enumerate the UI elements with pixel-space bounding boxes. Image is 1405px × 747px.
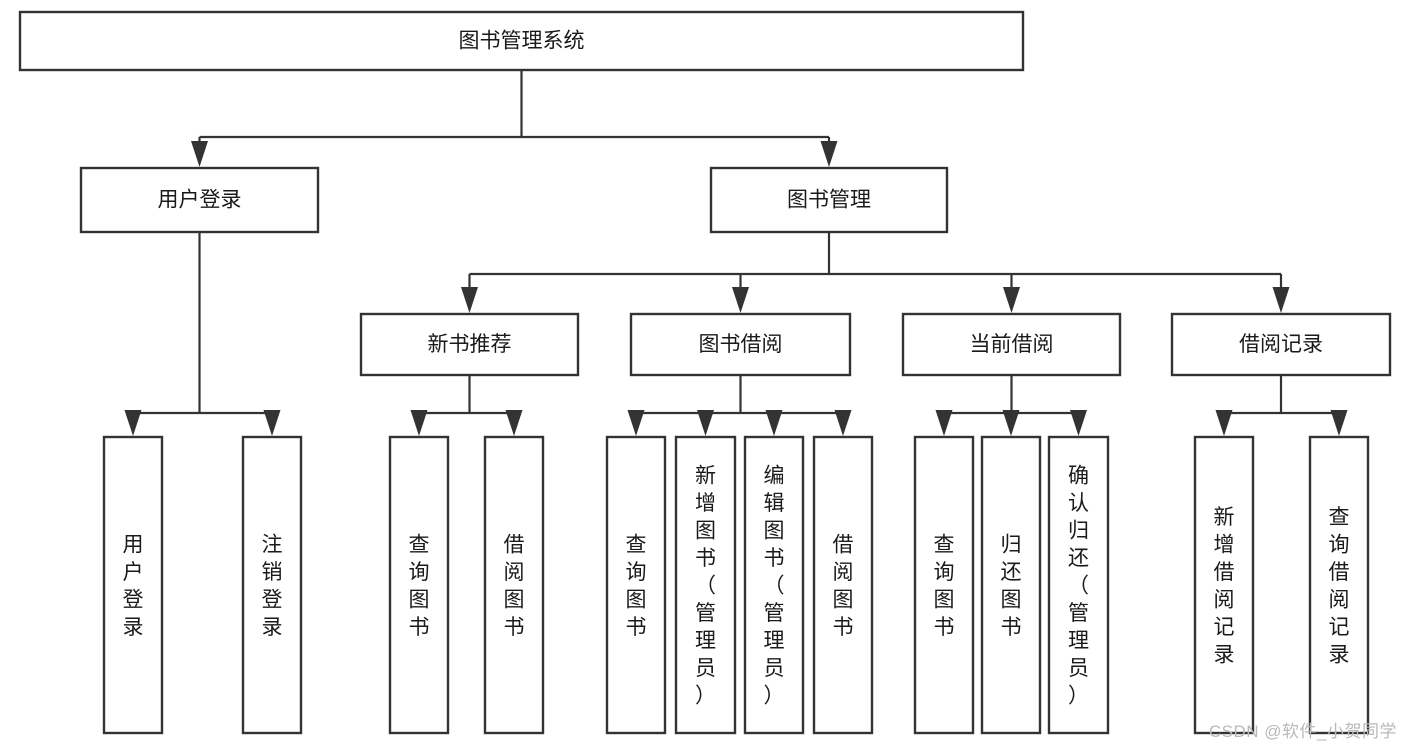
arrow-head-icon xyxy=(124,410,142,436)
node-label: 查询图书 xyxy=(934,533,955,639)
node-leaf-user-login[interactable]: 用户登录 xyxy=(102,435,164,735)
node-label: 查询图书 xyxy=(626,533,647,639)
node-leaf-confirm-return[interactable]: 确认归还（管理员） xyxy=(1047,435,1110,735)
node-leaf-add-record[interactable]: 新增借阅记录 xyxy=(1193,435,1255,735)
arrow-head-icon xyxy=(820,141,838,167)
arrow-head-icon xyxy=(410,410,428,436)
node-label: 归还图书 xyxy=(1001,533,1022,639)
node-leaf-query-book-a[interactable]: 查询图书 xyxy=(388,435,450,735)
node-borrow-record[interactable]: 借阅记录 xyxy=(1170,312,1392,377)
node-leaf-logout[interactable]: 注销登录 xyxy=(241,435,303,735)
arrow-head-icon xyxy=(1272,287,1290,313)
node-leaf-query-book-c[interactable]: 查询图书 xyxy=(913,435,975,735)
node-box xyxy=(1047,435,1110,735)
node-box xyxy=(241,435,303,735)
node-box xyxy=(709,166,949,234)
node-label: 确认归还（管理员） xyxy=(1068,465,1089,708)
arrow-head-icon xyxy=(263,410,281,436)
node-book-manage[interactable]: 图书管理 xyxy=(709,166,949,234)
node-box xyxy=(1193,435,1255,735)
node-book-borrow[interactable]: 图书借阅 xyxy=(629,312,852,377)
arrow-head-icon xyxy=(627,410,645,436)
node-label: 新增借阅记录 xyxy=(1214,506,1235,667)
arrow-head-icon xyxy=(935,410,953,436)
node-leaf-edit-book[interactable]: 编辑图书（管理员） xyxy=(743,435,805,735)
node-leaf-add-book[interactable]: 新增图书（管理员） xyxy=(674,435,737,735)
arrow-head-icon xyxy=(191,141,208,167)
node-leaf-query-record[interactable]: 查询借阅记录 xyxy=(1308,435,1370,735)
node-box xyxy=(359,312,580,377)
node-label: 用户登录 xyxy=(158,189,242,212)
arrow-head-icon xyxy=(1003,287,1020,313)
node-label: 图书借阅 xyxy=(699,333,783,356)
connector-layer xyxy=(124,70,1348,436)
node-label: 注销登录 xyxy=(262,533,283,639)
arrow-head-icon xyxy=(1215,410,1233,436)
node-box xyxy=(629,312,852,377)
node-label: 新书推荐 xyxy=(428,333,512,356)
csdn-watermark: CSDN @软件_小贺同学 xyxy=(1208,722,1397,741)
node-user-login[interactable]: 用户登录 xyxy=(79,166,320,234)
arrow-head-icon xyxy=(461,287,478,313)
node-label: 当前借阅 xyxy=(970,333,1054,356)
node-leaf-borrow-book-a[interactable]: 借阅图书 xyxy=(483,435,545,735)
arrow-head-icon xyxy=(1002,410,1020,436)
arrow-head-icon xyxy=(834,410,852,436)
node-label: 图书管理 xyxy=(787,189,871,212)
arrow-head-icon xyxy=(1070,410,1087,436)
node-box xyxy=(1308,435,1370,735)
node-box xyxy=(388,435,450,735)
node-box xyxy=(483,435,545,735)
node-label: 借阅图书 xyxy=(504,533,525,639)
node-root[interactable]: 图书管理系统 xyxy=(18,10,1025,72)
node-leaf-query-book-b[interactable]: 查询图书 xyxy=(605,435,667,735)
node-layer: 图书管理系统用户登录图书管理新书推荐图书借阅当前借阅借阅记录用户登录注销登录查询… xyxy=(18,10,1392,735)
node-leaf-borrow-book-b[interactable]: 借阅图书 xyxy=(812,435,874,735)
node-label: 查询图书 xyxy=(409,533,430,639)
node-label: 用户登录 xyxy=(123,533,144,639)
node-leaf-return-book[interactable]: 归还图书 xyxy=(980,435,1042,735)
node-label: 图书管理系统 xyxy=(459,30,585,53)
node-current-borrow[interactable]: 当前借阅 xyxy=(901,312,1122,377)
node-new-book-rec[interactable]: 新书推荐 xyxy=(359,312,580,377)
arrow-head-icon xyxy=(1330,410,1348,436)
node-box xyxy=(605,435,667,735)
node-label: 编辑图书（管理员） xyxy=(764,465,785,708)
arrow-head-icon xyxy=(732,287,749,313)
arrow-head-icon xyxy=(765,410,783,436)
node-label: 借阅记录 xyxy=(1239,333,1323,356)
node-box xyxy=(743,435,805,735)
node-box xyxy=(1170,312,1392,377)
node-label: 查询借阅记录 xyxy=(1329,506,1350,667)
node-box xyxy=(980,435,1042,735)
node-box xyxy=(812,435,874,735)
node-box xyxy=(18,10,1025,72)
node-box xyxy=(79,166,320,234)
node-box xyxy=(901,312,1122,377)
arrow-head-icon xyxy=(697,410,714,436)
node-box xyxy=(102,435,164,735)
node-box xyxy=(674,435,737,735)
arrow-head-icon xyxy=(505,410,523,436)
node-box xyxy=(913,435,975,735)
node-label: 新增图书（管理员） xyxy=(695,465,716,708)
node-label: 借阅图书 xyxy=(833,533,854,639)
